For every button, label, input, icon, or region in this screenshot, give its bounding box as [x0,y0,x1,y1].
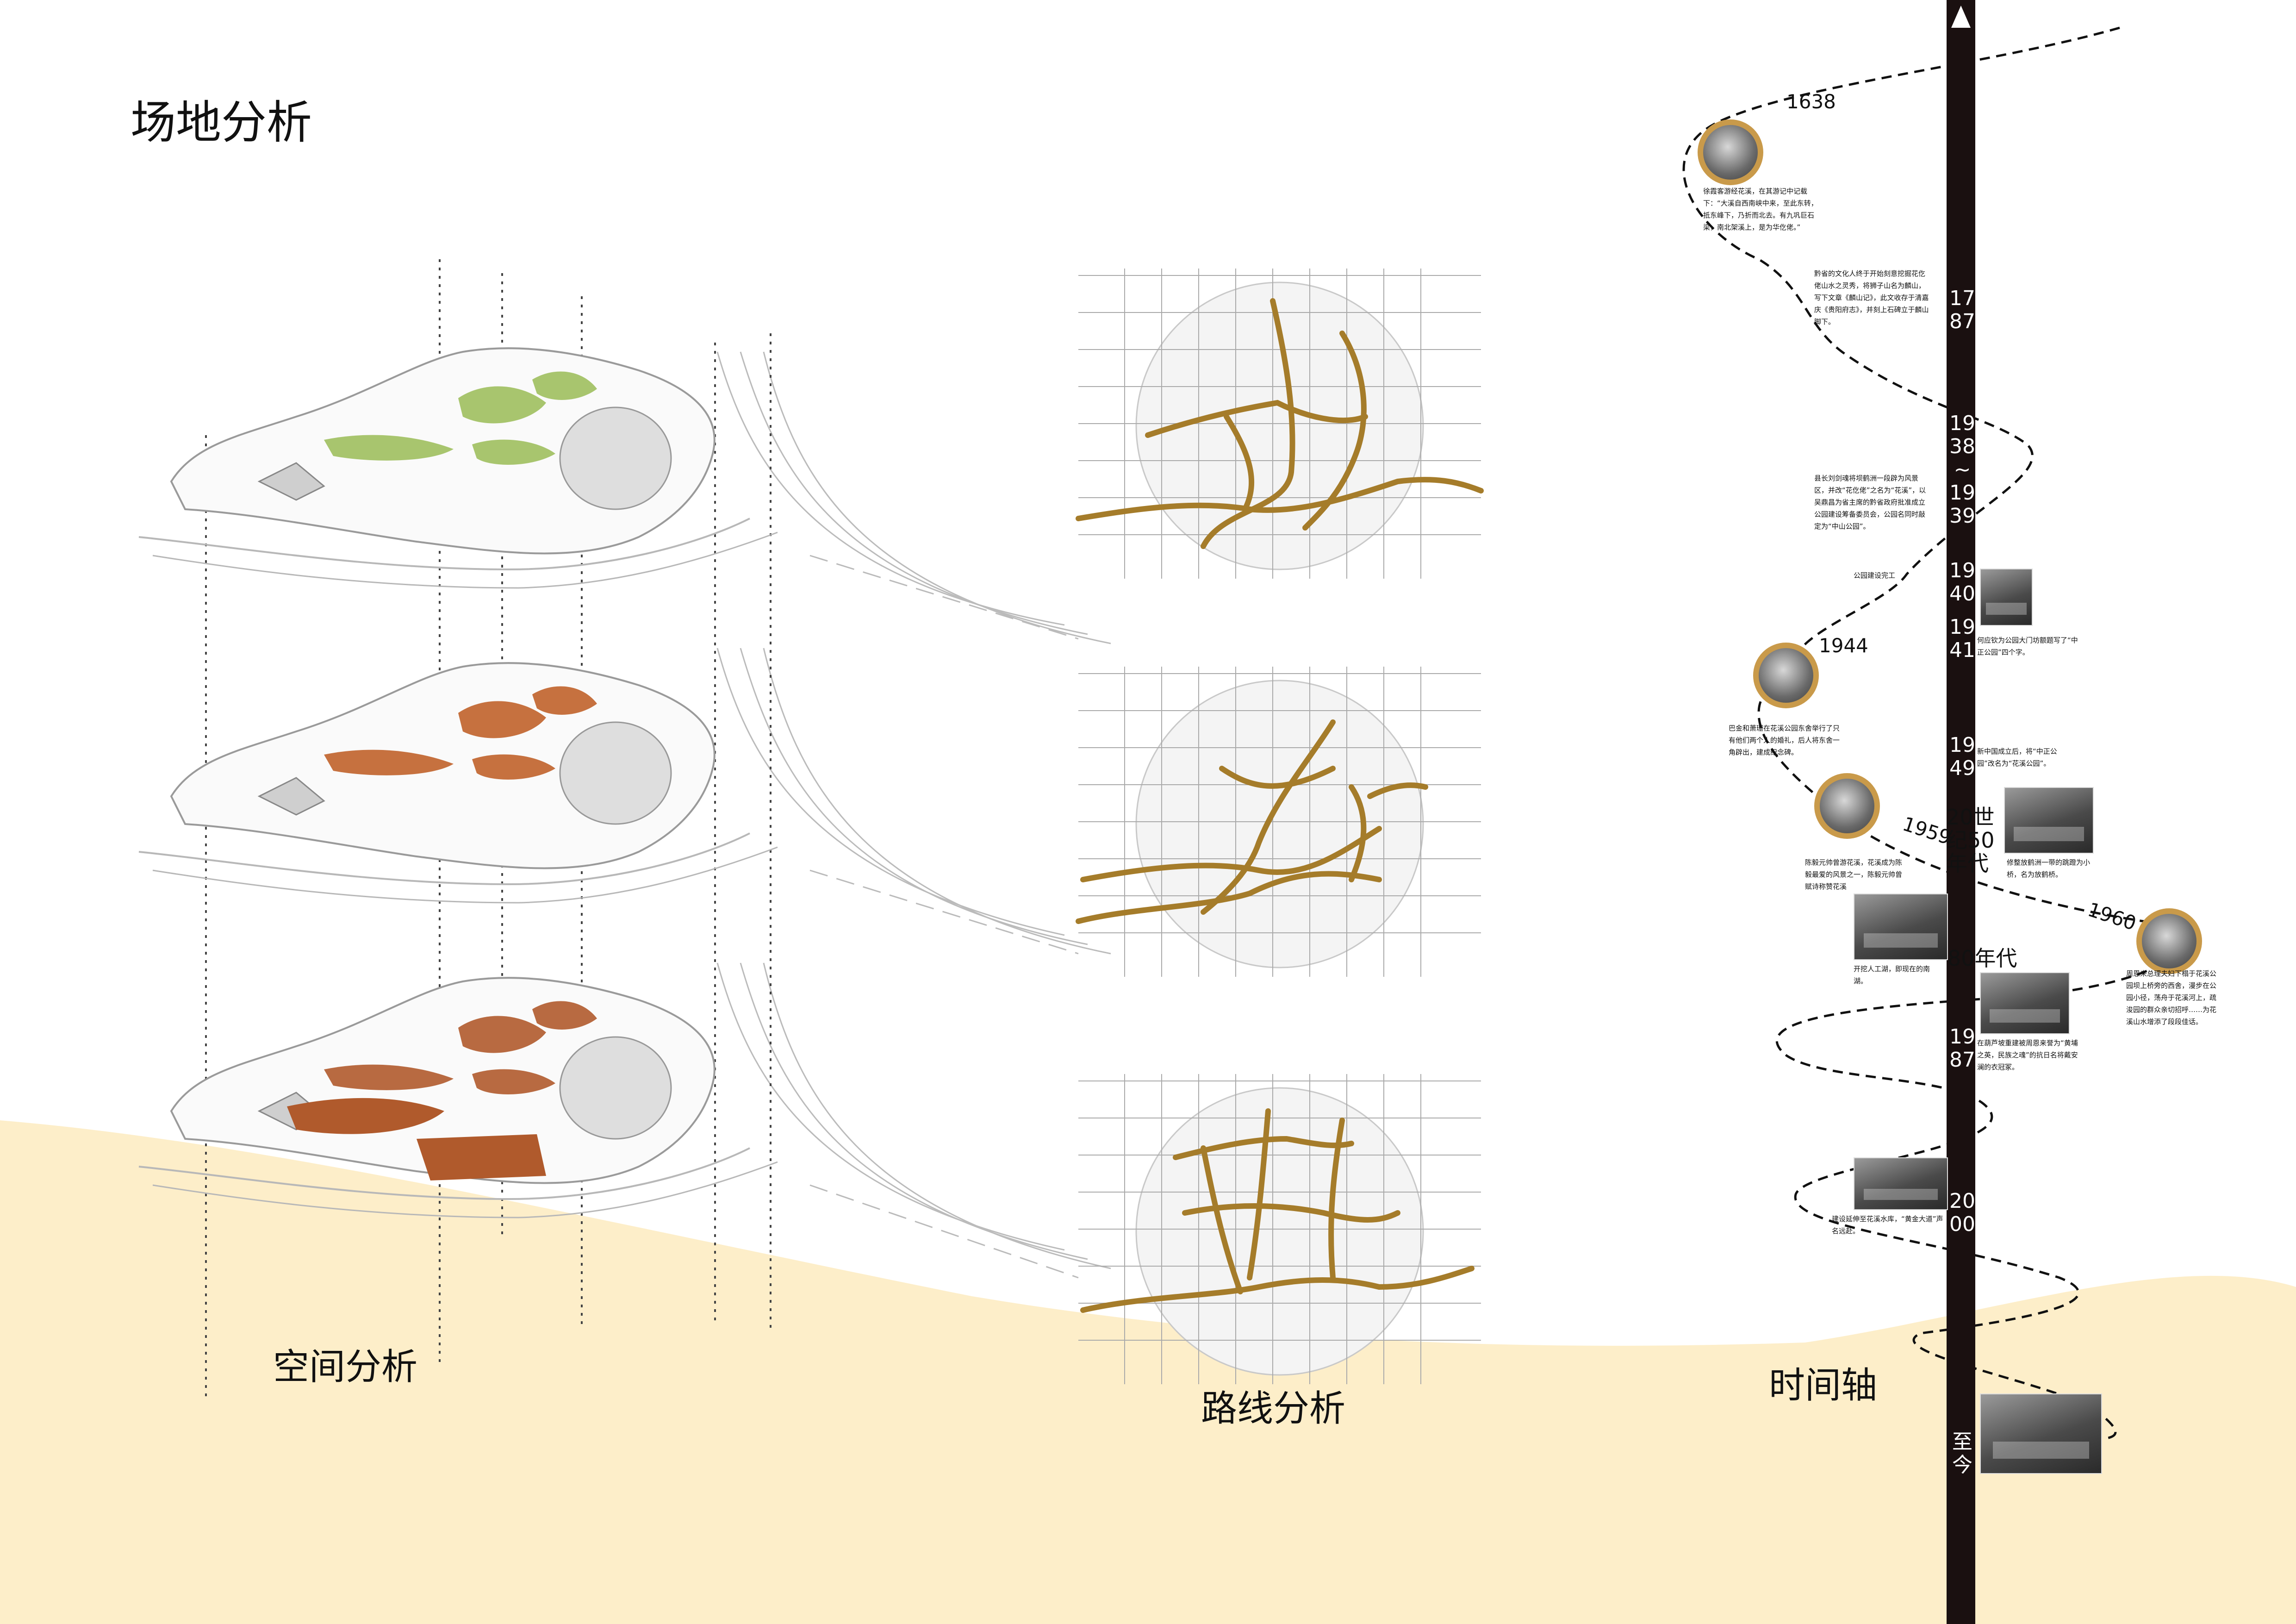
highlight-area [532,686,597,715]
timeline-year: 80年代 [1948,946,2017,971]
highlight-area [472,439,555,465]
route-path [1349,784,1367,882]
route-path [1145,400,1368,438]
route-path [1080,826,1382,882]
timeline-year: 19 49 [1949,733,1975,780]
photo-image [2004,787,2094,854]
timeline-note: 徐霞客游经花溪，在其游记中记载下：“大溪自西南峡中来，至此东转，抵东峰下，乃折而… [1703,187,1818,231]
highlight-area [458,701,546,738]
timeline-note: 公园建设完工 [1854,571,1896,580]
road-line [152,531,778,589]
space-analysis-label: 空间分析 [273,1346,418,1388]
highlight-area [458,386,546,424]
page-title: 场地分析 [131,96,312,149]
timeline-year: 19 41 [1949,615,1975,662]
timeline-note: 陈毅元帅曾游花溪，花溪成为陈毅最爱的风景之一，陈毅元帅曾赋诗称赞花溪 [1805,858,1903,891]
highlight-area [287,1098,444,1134]
route-path [1076,871,1382,924]
timeline-year: 至 今 [1952,1430,1972,1477]
map-base [1135,1087,1424,1376]
timeline-year: 19 40 [1949,559,1975,606]
timeline-note: 建设延伸至花溪水库，“黄金大道”声名远赴。 [1832,1215,1943,1235]
timeline-year: 20世 纪50 年代 [1946,805,1995,876]
road-line [152,846,778,904]
portrait-image [1698,119,1763,185]
road-line [138,518,750,571]
route-path [1201,1145,1243,1294]
photo-image [1854,893,1948,960]
site-plan [138,977,778,1218]
sand-background [0,1120,2296,1624]
timeline-note: 黔省的文化人终于开始刻意挖掘花仡佬山水之灵秀，将狮子山名为麟山，写下文章《麟山记… [1814,269,1929,326]
side-year-label: 1638 [1786,90,1836,113]
highlight-area [472,1069,555,1094]
hill-shape [559,721,672,825]
building-block [257,777,325,816]
highlight-area [458,1016,546,1053]
road-line [138,1147,750,1200]
timeline-year: 17 87 [1949,287,1975,333]
route-path [1201,719,1336,915]
route-path [1328,1118,1345,1280]
timeline-year: 19 38 ~ 19 39 [1949,412,1975,528]
hill-shape [559,406,672,510]
timeline-year: 19 87 [1949,1025,1975,1072]
route-analysis-label: 路线分析 [1201,1388,1346,1430]
guide-lines [716,351,1111,1279]
timeline-note: 在葫芦坡重建被周恩来誉为“黄埔之英，民族之魂”的抗日名将戴安澜的衣冠冢。 [1977,1039,2078,1071]
site-plan [138,662,778,904]
route-path [1080,1266,1475,1313]
route-map [1078,1074,1481,1384]
hill-shape [559,1036,672,1140]
timeline-note: 巴金和萧珊在花溪公园东舍举行了只有他们两个人的婚礼，后人将东舍一角辟出，建成纪念… [1729,724,1840,756]
route-path [1302,331,1367,531]
road-line [152,1161,778,1218]
timeline-bar [1947,0,1975,1624]
timeline-label: 时间轴 [1769,1365,1878,1406]
arrow-up-icon [1951,6,1971,28]
highlight-area [324,750,454,775]
highlight-area [324,435,454,461]
highlight-area [324,1064,454,1090]
route-map [1076,667,1481,977]
route-map [1076,269,1484,579]
route-path [1219,766,1336,789]
highlight-area [472,754,555,780]
photo-image [1980,1393,2102,1474]
highlight-area [532,371,597,400]
timeline-note: 新中国成立后，将“中正公园”改名为“花溪公园”。 [1977,747,2057,768]
photo-image [1980,568,2033,626]
highlight-area [417,1134,546,1181]
timeline-year: 20 00 [1949,1189,1975,1236]
portrait-image [1814,773,1880,839]
portrait-image [2136,908,2202,974]
highlight-area [532,1001,597,1030]
timeline-note: 周恩来总理夫妇下榻于花溪公园坝上桥旁的西舍，漫步在公园小径，荡舟于花溪河上，疏浚… [2126,969,2217,1026]
photo-image [1980,972,2070,1034]
building-block [257,462,325,501]
portrait-image [1753,643,1819,708]
road-line [138,832,750,886]
route-path [1201,298,1295,549]
route-path [1367,782,1428,799]
photo-image [1854,1157,1948,1210]
timeline-note: 修整放鹤洲一带的跳蹬为小桥，名为放鹤桥。 [2007,858,2091,879]
map-base [1135,680,1424,968]
timeline-note: 何应钦为公园大门坊额题写了“中正公园”四个字。 [1977,636,2078,656]
route-path [1182,1203,1400,1223]
timeline-note: 开挖人工湖，即现在的南湖。 [1854,965,1930,985]
side-year-label: 1944 [1819,634,1868,657]
timeline-note: 县长刘剑魂将坝鹤洲一段辟为风景区，并改“花仡佬”之名为“花溪”，以吴鼎昌为省主席… [1814,474,1926,531]
route-path [1076,477,1484,521]
site-plan [138,347,778,589]
route-path [1224,414,1255,512]
route-path [1247,1108,1271,1280]
